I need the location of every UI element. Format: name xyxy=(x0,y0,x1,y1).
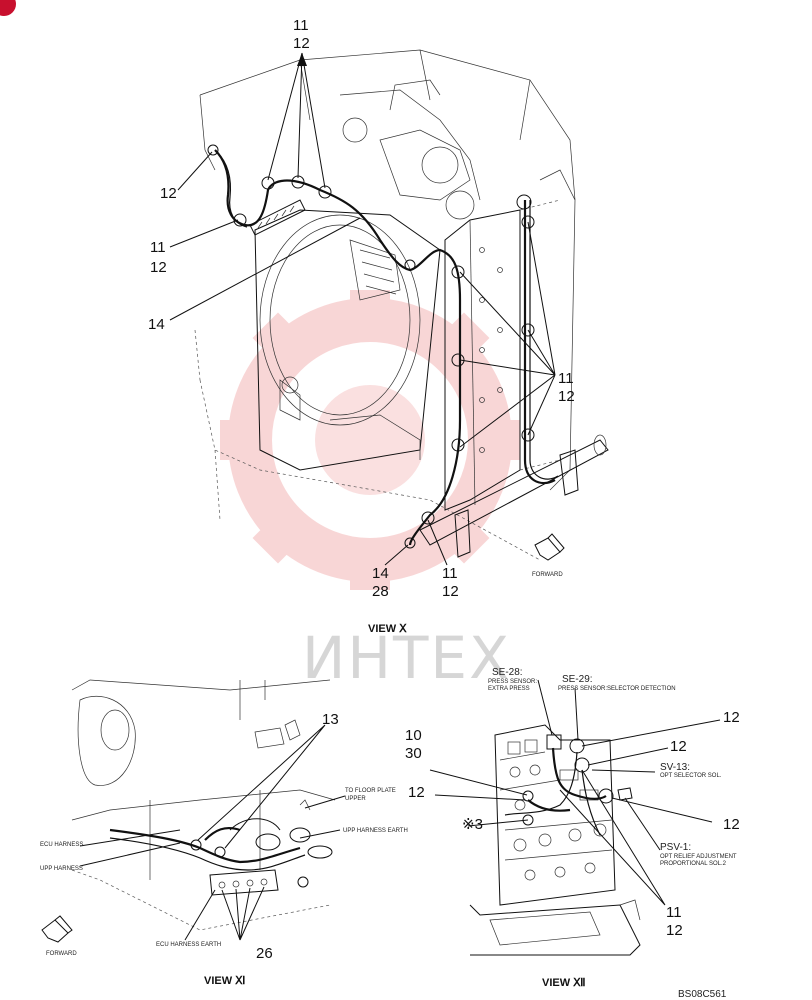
label-upper: UPPER xyxy=(345,796,366,802)
view-x-leaders xyxy=(169,52,556,566)
forward-arrow-icon xyxy=(534,533,565,561)
callout-26: 26 xyxy=(256,945,273,962)
svg-text:30: 30 xyxy=(405,745,422,762)
view-x-drawing xyxy=(194,49,609,561)
label-ecu-harness: ECU HARNESS xyxy=(40,842,83,848)
label-upp-harness: UPP HARNESS xyxy=(40,866,83,872)
view-x-callout-arrows xyxy=(297,53,307,66)
callout-13: 13 xyxy=(322,711,339,728)
view-xi-caption: VIEW Ⅺ xyxy=(204,975,245,987)
watermark-gear xyxy=(220,290,520,590)
callout-11-12-left: 11 12 xyxy=(150,239,167,276)
label-se28-code: SE-28: xyxy=(492,667,523,678)
svg-text:12: 12 xyxy=(666,922,683,939)
svg-text:28: 28 xyxy=(372,583,389,600)
callout-10-30: 10 30 xyxy=(405,727,422,762)
forward-label: FORWARD xyxy=(532,572,563,578)
label-se28-line2: EXTRA PRESS xyxy=(488,686,530,692)
svg-text:11: 11 xyxy=(293,17,309,34)
label-ecu-harness-earth: ECU HARNESS EARTH xyxy=(156,942,221,948)
label-sv13-line1: OPT SELECTOR SOL. xyxy=(660,773,722,779)
label-to-floor-plate: TO FLOOR PLATE xyxy=(345,788,396,794)
svg-text:12: 12 xyxy=(160,185,177,202)
svg-text:12: 12 xyxy=(150,259,167,276)
svg-text:14: 14 xyxy=(148,316,165,333)
label-psv1-line1: OPT RELIEF ADJUSTMENT xyxy=(660,854,737,860)
callout-11-12-top: 11 12 xyxy=(293,17,310,52)
callout-11-12-xii: 11 12 xyxy=(666,904,683,939)
svg-text:11: 11 xyxy=(558,370,574,387)
callout-12-d: 12 xyxy=(723,816,740,833)
svg-text:11: 11 xyxy=(442,565,458,582)
callout-12-left: 12 xyxy=(160,185,177,202)
callout-14-left: 14 xyxy=(148,316,165,333)
svg-text:12: 12 xyxy=(558,388,575,405)
forward-arrow-icon xyxy=(41,915,73,943)
label-psv1-line2: PROPORTIONAL SOL.2 xyxy=(660,861,727,867)
svg-text:11: 11 xyxy=(666,904,682,921)
view-xi-drawing xyxy=(71,679,336,931)
view-xi-leaders xyxy=(79,724,346,941)
callout-11-12-bottom: 11 12 xyxy=(442,565,459,600)
corner-marker xyxy=(0,0,16,16)
label-upp-harness-earth: UPP HARNESS EARTH xyxy=(343,828,408,834)
watermark-text: ИНТЕХ xyxy=(302,624,511,692)
document-code: BS08C561 xyxy=(678,989,727,1000)
callout-ref-3: ※3 xyxy=(462,816,483,833)
view-x-caption: VIEW Ⅹ xyxy=(368,623,407,635)
svg-text:10: 10 xyxy=(405,727,422,744)
callout-12-b: 12 xyxy=(670,738,687,755)
callout-12-a: 12 xyxy=(723,709,740,726)
label-se29-code: SE-29: xyxy=(562,674,593,685)
svg-text:12: 12 xyxy=(293,35,310,52)
callout-11-12-right: 11 12 xyxy=(558,370,575,405)
forward-label: FORWARD xyxy=(46,951,77,957)
view-xii-caption: VIEW Ⅻ xyxy=(542,977,586,989)
svg-text:14: 14 xyxy=(372,565,389,582)
svg-text:12: 12 xyxy=(442,583,459,600)
svg-text:11: 11 xyxy=(150,239,166,256)
label-sv13-code: SV-13: xyxy=(660,762,690,773)
label-psv1-code: PSV-1: xyxy=(660,842,691,853)
view-xii-drawing xyxy=(469,724,641,956)
callout-14-28-bottom: 14 28 xyxy=(372,565,389,600)
label-se28-line1: PRESS SENSOR: xyxy=(488,679,537,685)
view-xii-leaders xyxy=(429,679,721,906)
label-se29-line1: PRESS SENSOR:SELECTOR DETECTION xyxy=(558,686,676,692)
callout-12-c: 12 xyxy=(408,784,425,801)
